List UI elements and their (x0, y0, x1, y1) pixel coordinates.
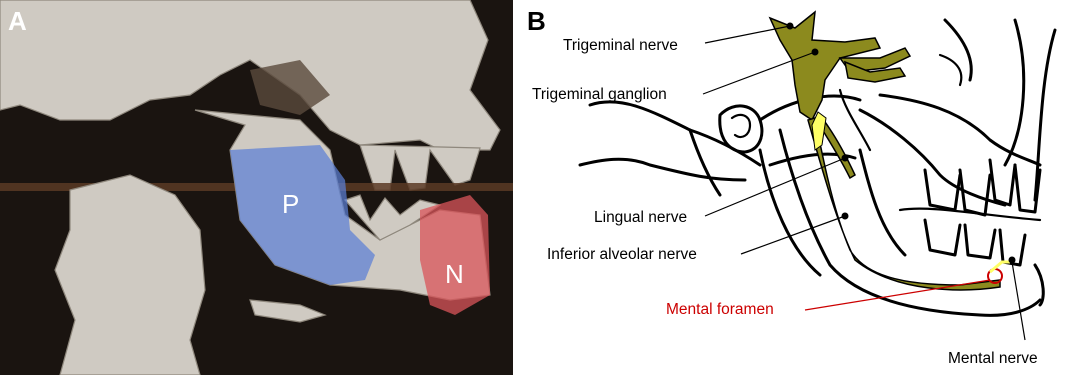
dot-trigeminal-nerve (787, 23, 794, 30)
region-p-label: P (282, 189, 299, 219)
label-trigeminal-nerve: Trigeminal nerve (563, 37, 678, 54)
label-inferior-alveolar-nerve: Inferior alveolar nerve (547, 246, 697, 263)
dot-lingual-nerve (842, 155, 849, 162)
region-n-overlay (420, 195, 490, 315)
label-mental-foramen: Mental foramen (666, 301, 774, 318)
dot-inferior-alveolar-nerve (842, 213, 849, 220)
panel-b-letter: B (527, 6, 546, 36)
panel-b: B (522, 0, 1065, 375)
panel-a-letter: A (8, 6, 27, 36)
label-mental-nerve: Mental nerve (948, 350, 1038, 367)
label-lingual-nerve: Lingual nerve (594, 209, 687, 226)
cervical-spine (55, 175, 205, 375)
label-trigeminal-ganglion: Trigeminal ganglion (532, 86, 667, 103)
region-n-label: N (445, 259, 464, 289)
dot-trigeminal-ganglion (812, 49, 819, 56)
panel-a: P N A (0, 0, 513, 375)
